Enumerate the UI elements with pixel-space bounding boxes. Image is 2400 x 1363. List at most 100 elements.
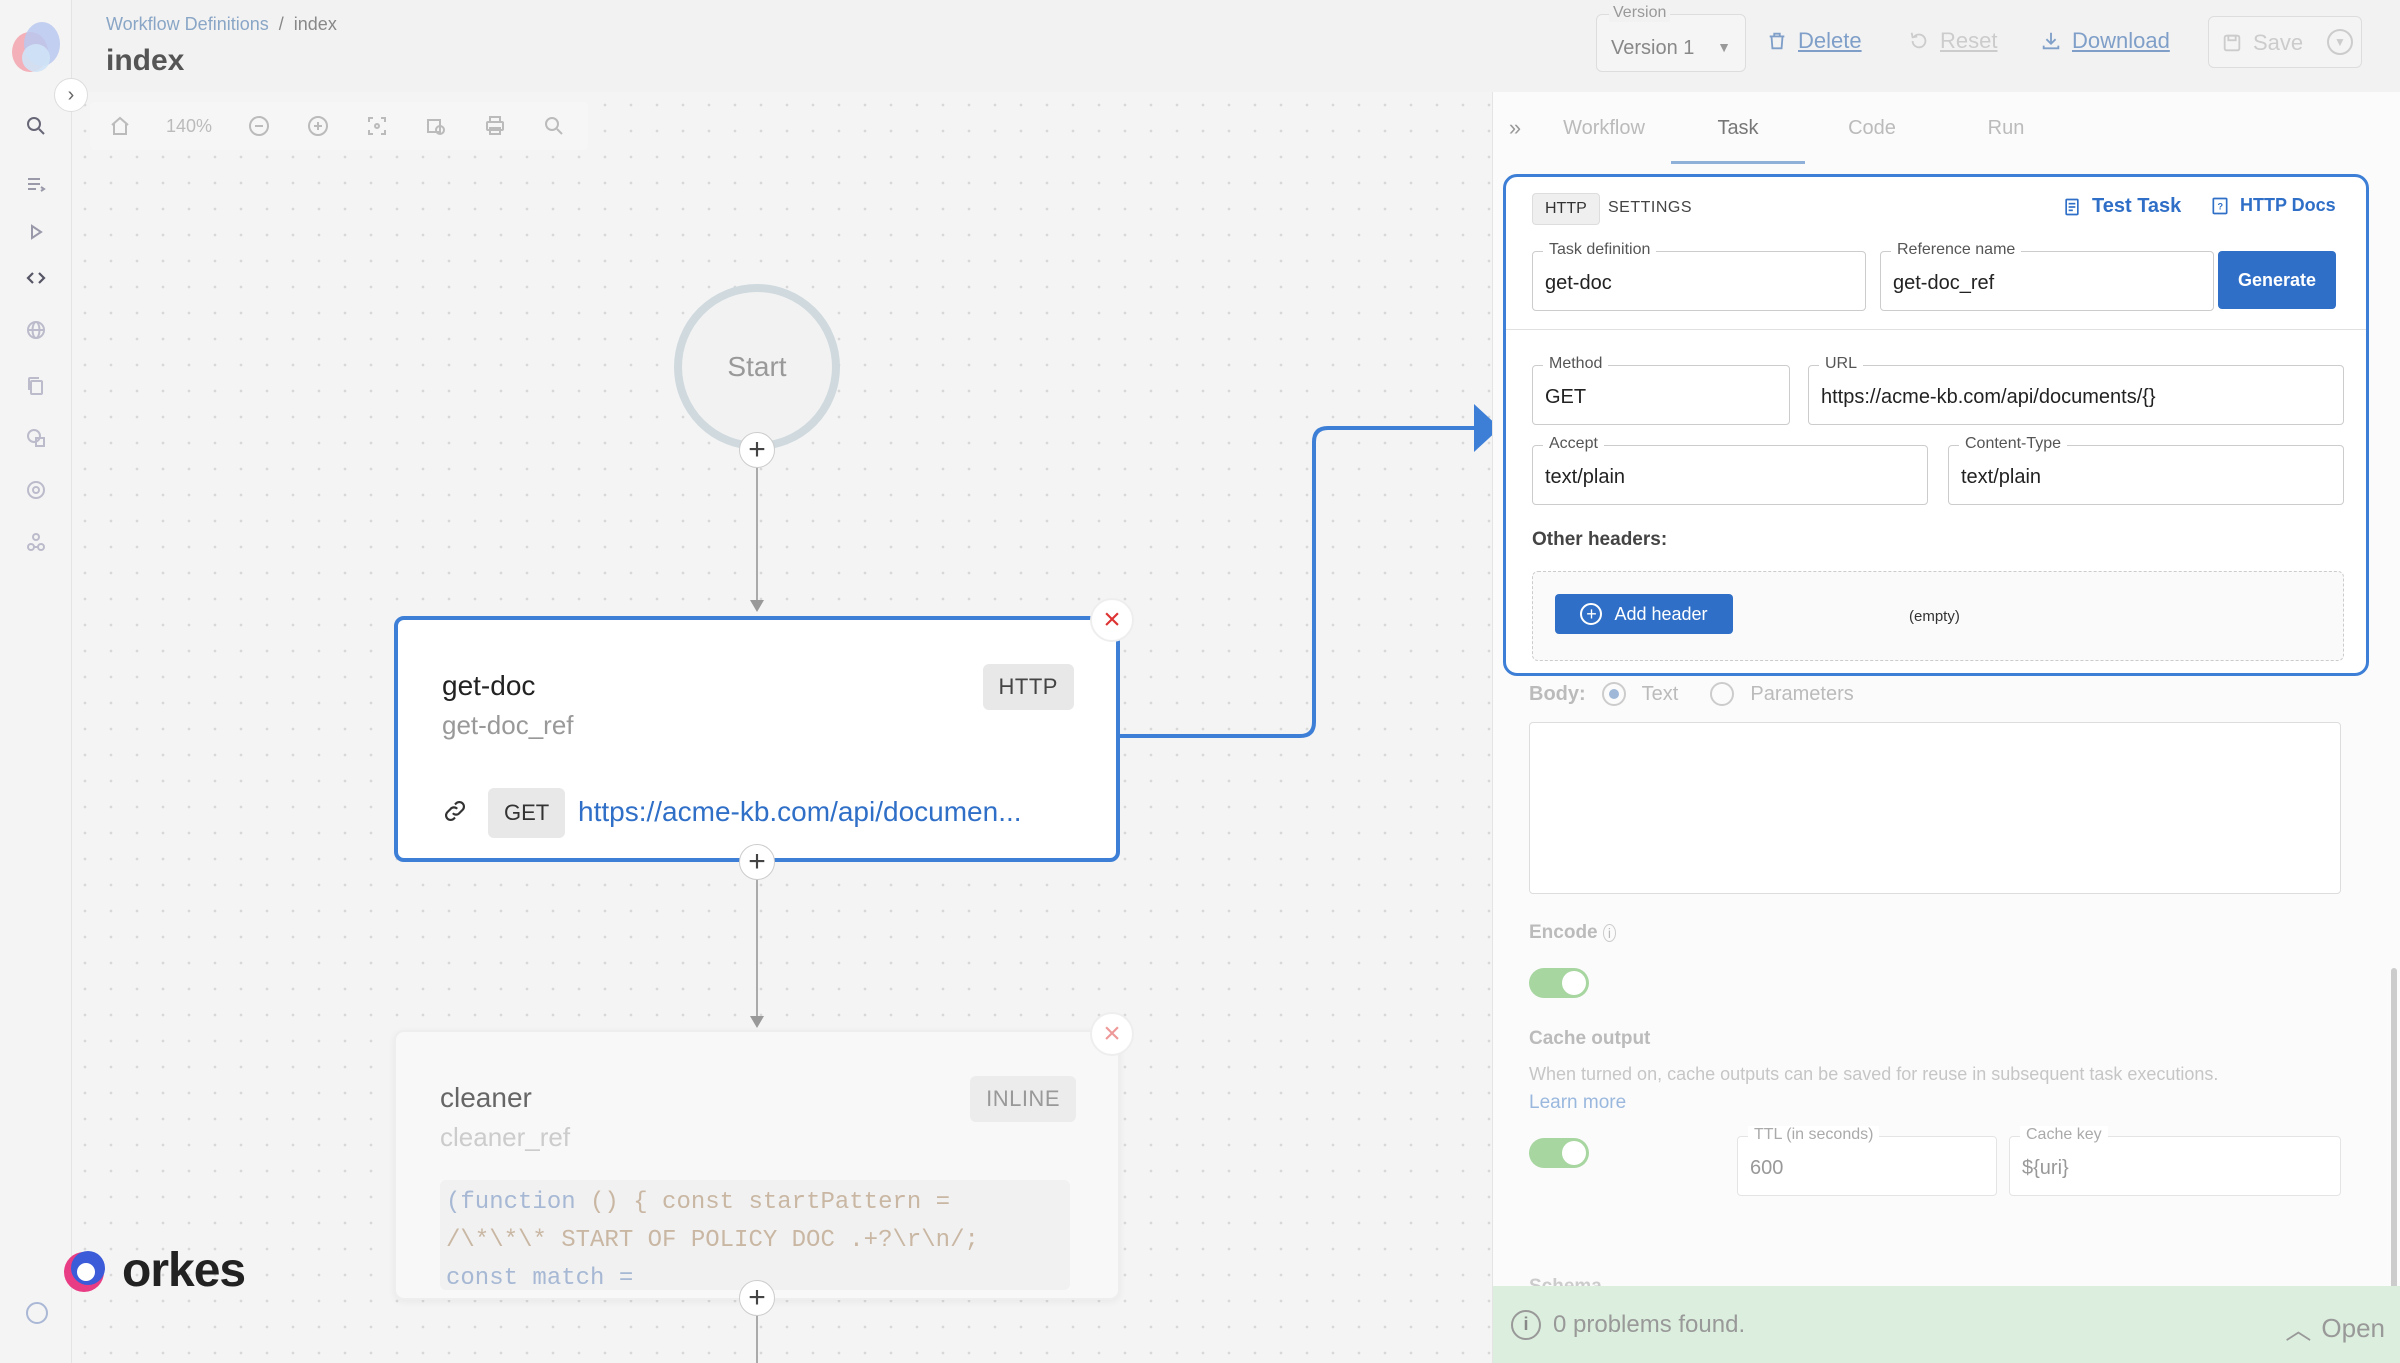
form-divider <box>1506 329 2366 330</box>
orkes-logo-mark <box>64 1251 105 1292</box>
globe-icon[interactable] <box>18 312 54 348</box>
subtab-settings[interactable]: SETTINGS <box>1608 199 1693 216</box>
webhook-icon[interactable] <box>18 524 54 560</box>
code-icon[interactable] <box>18 260 54 296</box>
copy-icon[interactable] <box>18 368 54 404</box>
home-icon[interactable] <box>90 114 149 138</box>
play-icon[interactable] <box>18 214 54 250</box>
learn-more-link[interactable]: Learn more <box>1529 1092 1627 1113</box>
code-keyword: (function <box>446 1189 576 1216</box>
version-select[interactable]: Version Version 1 ▼ <box>1596 4 1746 72</box>
print-icon[interactable] <box>465 114 524 138</box>
app-logo[interactable] <box>6 14 68 78</box>
reference-name-field[interactable]: Reference name get-doc_ref <box>1880 241 2214 311</box>
zoom-in-icon[interactable] <box>288 114 347 138</box>
search-canvas-icon[interactable] <box>524 114 583 138</box>
add-task-after-start-button[interactable]: + <box>739 432 775 468</box>
task-definition-field[interactable]: Task definition get-doc <box>1532 241 1866 311</box>
method-select[interactable]: Method GET <box>1532 355 1790 425</box>
tab-run[interactable]: Run <box>1987 117 2025 139</box>
shapes-icon[interactable] <box>18 420 54 456</box>
sidebar-expand-button[interactable]: › <box>54 78 88 112</box>
save-button[interactable]: Save <box>2221 30 2303 56</box>
save-options-chevron-icon[interactable]: ▼ <box>2327 29 2353 55</box>
accept-field[interactable]: Accept text/plain <box>1532 435 1928 505</box>
url-field[interactable]: URL https://acme-kb.com/api/documents/{} <box>1808 355 2344 425</box>
task-name: get-doc <box>442 670 536 701</box>
theme-icon[interactable] <box>26 1302 48 1324</box>
reference-name-label: Reference name <box>1891 241 2022 259</box>
test-task-button[interactable]: Test Task <box>2062 195 2181 218</box>
breadcrumb-current: index <box>293 14 337 34</box>
body-label: Body: <box>1529 682 1586 705</box>
reset-button[interactable]: Reset <box>1908 28 1997 54</box>
add-task-after-get-doc-button[interactable]: + <box>739 844 775 880</box>
task-card-get-doc[interactable]: get-doc get-doc_ref HTTP GET https://acm… <box>394 616 1120 862</box>
remove-task-cleaner-close-icon[interactable]: × <box>1090 1012 1134 1056</box>
collapse-panel-icon[interactable]: » <box>1508 115 1522 140</box>
generate-button[interactable]: Generate <box>2218 251 2336 309</box>
url-value: https://acme-kb.com/api/documents/{} <box>1821 386 2156 408</box>
lifebuoy-icon[interactable] <box>18 472 54 508</box>
breadcrumb-separator: / <box>278 14 284 34</box>
body-text-option: Text <box>1641 682 1679 705</box>
start-label: Start <box>727 351 787 382</box>
breadcrumb: Workflow Definitions / index <box>106 14 337 35</box>
download-label: Download <box>2072 28 2170 53</box>
delete-button[interactable]: Delete <box>1766 28 1862 54</box>
cache-output-toggle[interactable] <box>1529 1138 1589 1168</box>
screenshot-icon[interactable] <box>406 114 465 138</box>
tab-code[interactable]: Code <box>1848 117 1896 139</box>
link-icon <box>445 801 465 821</box>
accept-value: text/plain <box>1545 466 1626 488</box>
fit-screen-icon[interactable] <box>347 114 406 138</box>
task-card-cleaner[interactable]: cleaner cleaner_ref INLINE (function () … <box>394 1030 1120 1300</box>
body-text-radio[interactable] <box>1601 682 1626 706</box>
remove-task-get-doc-close-icon[interactable]: × <box>1090 598 1134 642</box>
body-textarea[interactable] <box>1529 722 2341 894</box>
document-icon <box>2065 198 2079 215</box>
help-doc-icon: ? <box>2212 197 2228 214</box>
content-type-field[interactable]: Content-Type text/plain <box>1948 435 2344 505</box>
tab-task[interactable]: Task <box>1671 92 1805 164</box>
open-problems-button[interactable]: ︿ Open <box>2285 1310 2385 1347</box>
encode-label-text: Encode <box>1529 922 1598 943</box>
encode-label: Encode i <box>1529 922 1617 944</box>
cache-key-field[interactable]: Cache key ${uri} <box>2009 1126 2341 1196</box>
cache-output-hint: When turned on, cache outputs can be sav… <box>1529 1064 2219 1084</box>
plus-circle-icon: + <box>1580 603 1603 625</box>
start-node[interactable]: Start <box>674 284 840 450</box>
add-header-label: Add header <box>1614 603 1708 624</box>
problems-bar: i 0 problems found. ︿ Open <box>1493 1286 2400 1363</box>
ttl-field[interactable]: TTL (in seconds) 600 <box>1737 1126 1997 1196</box>
content-type-value: text/plain <box>1961 466 2042 488</box>
list-icon[interactable] <box>18 166 54 202</box>
tab-workflow[interactable]: Workflow <box>1563 117 1645 139</box>
http-docs-label: HTTP Docs <box>2240 195 2336 215</box>
add-header-button[interactable]: + Add header <box>1555 594 1733 634</box>
encode-toggle[interactable] <box>1529 968 1589 998</box>
cache-output-label: Cache output <box>1529 1028 1651 1049</box>
zoom-out-icon[interactable] <box>229 114 288 138</box>
headers-editor: + Add header (empty) <box>1532 571 2344 661</box>
cache-key-value: ${uri} <box>2022 1157 2069 1179</box>
body-parameters-radio[interactable] <box>1710 682 1735 706</box>
method-value: GET <box>1545 386 1587 408</box>
download-button[interactable]: Download <box>2040 28 2170 54</box>
ttl-value: 600 <box>1750 1157 1784 1179</box>
cache-key-label: Cache key <box>2020 1126 2108 1144</box>
subtab-http[interactable]: HTTP <box>1532 193 1600 225</box>
code-line: () { const startPattern = <box>575 1189 951 1216</box>
http-docs-button[interactable]: ? HTTP Docs <box>2210 195 2336 216</box>
test-task-label: Test Task <box>2092 195 2182 217</box>
version-label: Version <box>1609 4 1671 22</box>
breadcrumb-parent-link[interactable]: Workflow Definitions <box>106 14 269 34</box>
panel-scrollbar[interactable] <box>2391 968 2397 1328</box>
add-task-after-cleaner-button[interactable]: + <box>739 1280 775 1316</box>
task-ref: cleaner_ref <box>440 1122 571 1152</box>
task-url: https://acme-kb.com/api/documen... <box>578 796 1022 827</box>
info-icon[interactable]: i <box>1602 924 1617 942</box>
download-icon <box>2042 32 2060 50</box>
search-icon[interactable] <box>18 108 54 144</box>
ttl-label: TTL (in seconds) <box>1748 1126 1880 1144</box>
